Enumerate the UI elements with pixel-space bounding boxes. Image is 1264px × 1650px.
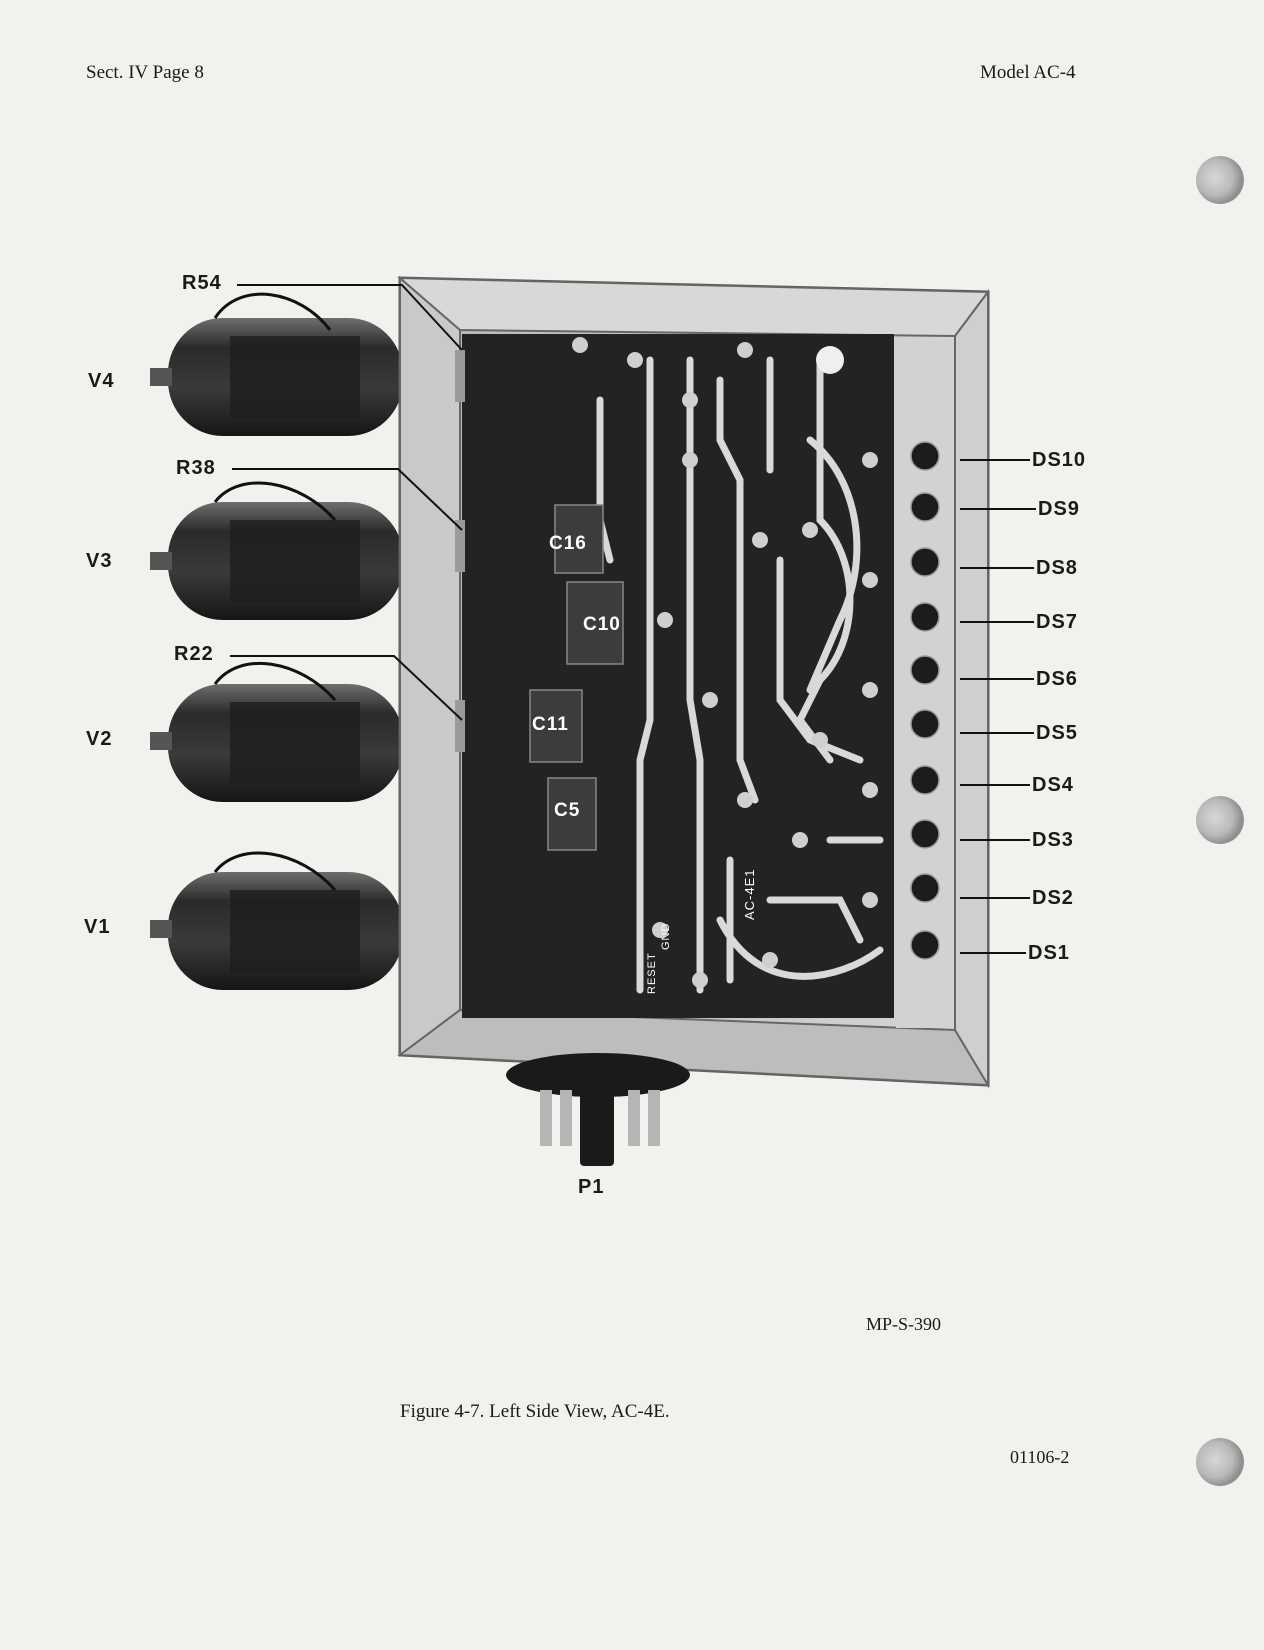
- label-c16: C16: [549, 533, 587, 554]
- label-p1: P1: [578, 1176, 605, 1198]
- model-label: Model AC-4: [980, 62, 1076, 83]
- solder-pads: [572, 337, 878, 988]
- label-ds8: DS8: [1036, 557, 1078, 579]
- label-ds10: DS10: [1032, 449, 1087, 471]
- board-gnd-print: GND: [660, 922, 672, 950]
- tube-v4: [150, 292, 403, 436]
- label-v2: V2: [86, 728, 113, 750]
- label-ds6: DS6: [1036, 668, 1078, 690]
- figure-caption: Figure 4-7. Left Side View, AC-4E.: [400, 1401, 670, 1422]
- label-v3: V3: [86, 550, 113, 572]
- label-ds4: DS4: [1032, 774, 1074, 796]
- label-r38: R38: [176, 457, 216, 479]
- tube-v2: [150, 661, 403, 802]
- label-ds3: DS3: [1032, 829, 1074, 851]
- pcb-traces: [596, 356, 884, 994]
- components: [455, 350, 624, 851]
- connector-p1-shape: [506, 1053, 690, 1166]
- tube-v3: [150, 481, 403, 620]
- leader-lines: [230, 284, 1036, 954]
- label-ds7: DS7: [1036, 611, 1078, 633]
- label-ds1: DS1: [1028, 942, 1070, 964]
- tube-v1: [150, 851, 403, 990]
- board-id-print: AC-4E1: [742, 868, 757, 920]
- label-ds2: DS2: [1032, 887, 1074, 909]
- label-ds5: DS5: [1036, 722, 1078, 744]
- binder-hole-middle: [1196, 796, 1244, 844]
- binder-hole-bottom: [1196, 1438, 1244, 1486]
- photo-number: MP-S-390: [866, 1314, 942, 1334]
- binder-hole-top: [1196, 156, 1244, 204]
- document-number: 01106-2: [1010, 1447, 1070, 1467]
- label-r22: R22: [174, 643, 214, 665]
- label-v1: V1: [84, 916, 111, 938]
- label-ds9: DS9: [1038, 498, 1080, 520]
- label-r54: R54: [182, 272, 222, 294]
- board-reset-print: RESET: [646, 952, 658, 994]
- tube-group: [150, 292, 403, 990]
- label-c10: C10: [583, 614, 621, 635]
- label-c5: C5: [554, 800, 581, 821]
- label-c11: C11: [532, 714, 569, 735]
- label-v4: V4: [88, 370, 115, 392]
- chassis-frame: [397, 275, 990, 1089]
- indicator-lamps: [910, 441, 940, 960]
- page-section-label: Sect. IV Page 8: [86, 62, 204, 83]
